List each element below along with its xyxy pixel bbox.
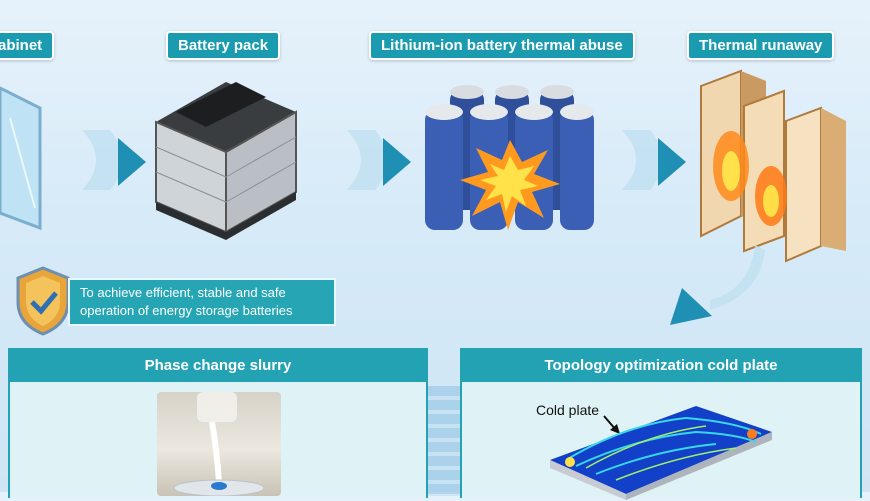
stage-label-thermal-runaway: Thermal runaway (687, 31, 835, 60)
slurry-photo (157, 392, 281, 497)
goal-line-2: operation of energy storage batteries (80, 303, 293, 318)
pointer-arrow-icon (603, 415, 620, 434)
panel-phase-change-slurry: Phase change slurry (8, 348, 428, 498)
stage-label-thermal-abuse: Lithium-ion battery thermal abuse (369, 31, 635, 60)
stage-label-battery-pack: Battery pack (166, 31, 281, 60)
burning-racks-icon (700, 69, 846, 263)
arrow-right-icon (347, 130, 411, 190)
cold-plate-label: Cold plate (536, 402, 600, 418)
panel-topology-cold-plate: Topology optimization cold plate Cold pl… (460, 348, 862, 500)
cabinet-icon (0, 86, 42, 231)
decorative-stripe (428, 386, 460, 496)
panel-title-right: Topology optimization cold plate (462, 350, 860, 382)
goal-banner: To achieve efficient, stable and safe op… (68, 278, 336, 326)
stage-label-cabinet: abinet (0, 31, 55, 60)
goal-line-1: To achieve efficient, stable and safe (80, 285, 286, 300)
battery-cells-explosion-icon (425, 85, 594, 230)
arrow-down-left-icon (670, 245, 765, 325)
panel-title-left: Phase change slurry (10, 350, 426, 382)
shield-check-icon (16, 266, 70, 336)
cold-plate-image (550, 406, 772, 500)
arrow-right-icon (622, 130, 686, 190)
battery-pack-icon (155, 82, 297, 240)
slurry-pour-image (173, 392, 265, 497)
arrow-right-icon (82, 130, 146, 190)
